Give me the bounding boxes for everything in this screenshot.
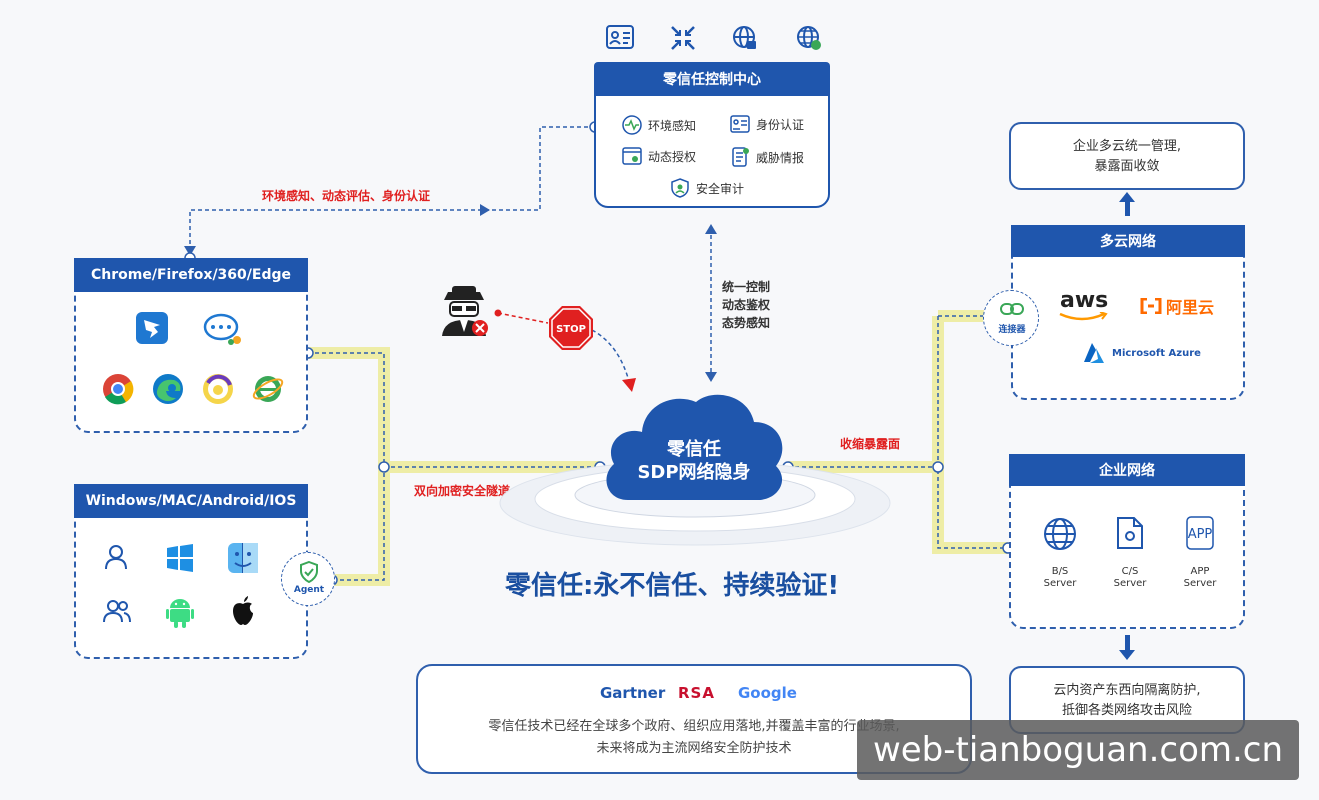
stop-sign-icon: STOP xyxy=(549,306,593,350)
finder-mac-icon xyxy=(228,543,258,573)
identity-auth-item: 身份认证 xyxy=(730,115,804,133)
app-server-label: APP Server xyxy=(1176,566,1224,590)
aliyun-label: 阿里云 xyxy=(1166,298,1215,317)
360-browser-icon xyxy=(203,374,233,404)
partners-box xyxy=(416,664,972,774)
aws-smile-icon xyxy=(1059,312,1108,321)
cloud-mgmt-text: 企业多云统一管理, 暴露面收敛 xyxy=(1009,137,1245,177)
chrome-icon xyxy=(103,374,134,405)
cs-server-l2: Server xyxy=(1113,578,1147,589)
env-sense-label: 环境感知 xyxy=(648,118,697,133)
globe-icon xyxy=(1044,518,1076,550)
link-icon xyxy=(1000,303,1024,315)
unified-control-label: 统一控制 xyxy=(722,280,771,294)
file-gear-icon xyxy=(1117,517,1143,549)
id-card-icon xyxy=(730,115,750,133)
id-card-icon xyxy=(606,25,634,49)
security-audit-item: 安全审计 xyxy=(670,178,744,198)
east-west-line2: 抵御各类网络攻击风险 xyxy=(1061,703,1192,718)
cloud-mgmt-line1: 企业多云统一管理, xyxy=(1072,139,1182,154)
svg-text:APP: APP xyxy=(1188,527,1213,542)
shield-user-icon xyxy=(671,178,689,198)
aliyun-logo: 阿里云 xyxy=(1140,294,1214,318)
sdp-line2: SDP网络隐身 xyxy=(637,462,751,483)
apple-icon xyxy=(233,596,253,625)
threat-intel-label: 威胁情报 xyxy=(756,150,805,165)
slogan: 零信任:永不信任、持续验证! xyxy=(505,571,840,601)
os-title: Windows/MAC/Android/IOS xyxy=(74,484,308,518)
security-audit-label: 安全审计 xyxy=(696,181,745,196)
cs-server-label: C/S Server xyxy=(1106,566,1154,590)
google-logo: Google xyxy=(738,684,797,702)
sdp-cloud-text: 零信任 SDP网络隐身 xyxy=(598,438,790,484)
bs-server-label: B/S Server xyxy=(1036,566,1084,590)
users-icon xyxy=(103,600,131,623)
agent-badge: Agent xyxy=(281,552,335,606)
connector-label: 连接器 xyxy=(998,325,1026,335)
east-west-line1: 云内资产东西向隔离防护, xyxy=(1053,683,1201,698)
dynamic-auth-item: 动态授权 xyxy=(622,147,696,165)
globe-lock-icon xyxy=(733,26,756,49)
situation-aware-label: 态势感知 xyxy=(722,316,771,330)
shrink-label: 收缩暴露面 xyxy=(840,437,901,451)
dynamic-auth-label: 动态授权 xyxy=(648,149,697,164)
dingtalk-icon xyxy=(136,312,168,344)
chat-bubble-icon xyxy=(203,313,241,345)
gartner-logo: Gartner xyxy=(600,684,666,702)
edge-icon xyxy=(153,374,183,404)
threat-intel-item: 威胁情报 xyxy=(730,147,804,167)
unified-labels: 统一控制 动态鉴权 态势感知 xyxy=(722,278,770,332)
hacker-icon xyxy=(442,286,488,336)
partners-text-line2: 未来将成为主流网络安全防护技术 xyxy=(596,741,792,756)
windows-icon xyxy=(167,544,193,572)
user-icon xyxy=(105,545,127,570)
cloud-mgmt-box xyxy=(1009,122,1245,190)
app-server-l1: APP xyxy=(1190,566,1210,577)
document-icon xyxy=(732,147,749,167)
sdp-line1: 零信任 xyxy=(667,439,721,460)
cs-server-l1: C/S xyxy=(1121,566,1139,577)
partners-text-line1: 零信任技术已经在全球多个政府、组织应用落地,并覆盖丰富的行业场景, xyxy=(488,719,900,734)
tunnel-right xyxy=(932,316,1008,554)
watermark: web-tianboguan.com.cn xyxy=(857,720,1299,780)
compress-arrows-icon xyxy=(671,26,695,50)
window-icon xyxy=(622,147,642,165)
env-flow-line xyxy=(189,126,595,258)
app-server-l2: Server xyxy=(1183,578,1217,589)
azure-logo: Microsoft Azure xyxy=(1082,342,1201,364)
sdp-cloud xyxy=(606,394,783,500)
pulse-icon xyxy=(622,115,642,135)
connector-badge: 连接器 xyxy=(983,290,1039,346)
dynamic-authz-label: 动态鉴权 xyxy=(722,298,771,312)
control-center-title: 零信任控制中心 xyxy=(594,62,830,96)
aliyun-icon xyxy=(1140,298,1162,314)
azure-icon xyxy=(1084,343,1104,363)
browsers-title: Chrome/Firefox/360/Edge xyxy=(74,258,308,292)
identity-auth-label: 身份认证 xyxy=(756,117,805,132)
partners-text: 零信任技术已经在全球多个政府、组织应用落地,并覆盖丰富的行业场景, 未来将成为主… xyxy=(416,716,972,760)
ie-icon xyxy=(252,376,284,402)
tunnel-left xyxy=(308,347,390,586)
agent-label: Agent xyxy=(293,585,325,595)
shield-check-icon xyxy=(300,561,318,583)
env-sense-item: 环境感知 xyxy=(622,115,696,135)
globe-check-icon xyxy=(797,26,821,50)
enterprise-title: 企业网络 xyxy=(1009,454,1245,486)
bs-server-l1: B/S xyxy=(1051,566,1069,577)
cloud-mgmt-line2: 暴露面收敛 xyxy=(1094,159,1160,174)
bs-server-l2: Server xyxy=(1043,578,1077,589)
tunnel-label: 双向加密安全隧道 xyxy=(414,484,511,498)
android-icon xyxy=(166,599,194,628)
stop-text: STOP xyxy=(556,324,586,335)
azure-label: Microsoft Azure xyxy=(1112,347,1201,359)
rsa-logo: RSA xyxy=(678,684,715,702)
app-phone-icon: APP xyxy=(1186,516,1214,550)
multi-cloud-title: 多云网络 xyxy=(1011,225,1245,257)
aws-logo: aws xyxy=(1060,288,1109,313)
east-west-text: 云内资产东西向隔离防护, 抵御各类网络攻击风险 xyxy=(1009,681,1245,721)
env-flow-label: 环境感知、动态评估、身份认证 xyxy=(262,189,431,203)
